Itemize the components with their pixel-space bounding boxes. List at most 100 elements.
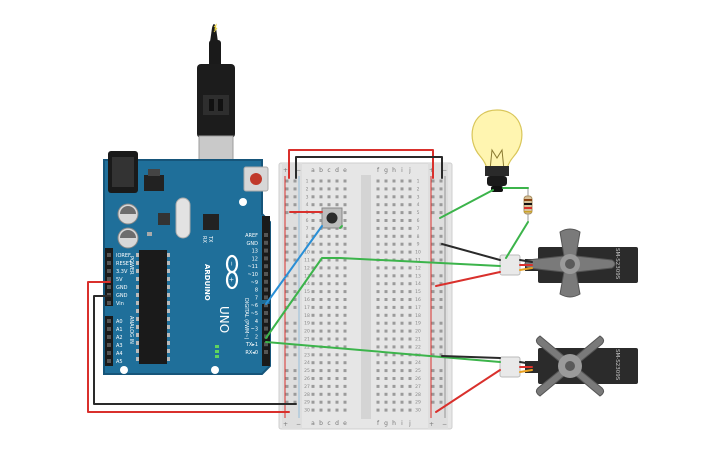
breadboard-hole [400,242,404,246]
rail-minus-top-right: − [442,167,447,174]
breadboard-row-label: 21 [415,337,421,343]
pin-label: GND [116,285,128,291]
rail-hole [293,274,297,278]
breadboard-hole [319,313,323,317]
breadboard-hole [408,408,412,412]
breadboard-hole [408,282,412,286]
breadboard-hole [392,298,396,301]
breadboard-hole [343,337,347,341]
breadboard-row-label: 16 [415,297,421,303]
servo-1-label: SM-S2309S [614,248,620,280]
rail-hole [285,211,289,215]
breadboard-hole [335,377,339,380]
header-socket [264,264,268,269]
breadboard-hole [400,258,404,262]
breadboard-row-label: 3 [306,194,309,200]
breadboard-column-label: d [335,420,339,427]
rail-hole [431,187,435,191]
breadboard-column-label: a [311,420,315,427]
rail-hole [439,298,443,301]
breadboard-hole [408,234,412,238]
rail-hole [293,242,297,246]
breadboard-hole [400,329,404,333]
breadboard-hole [400,226,404,230]
rail-hole [285,369,289,373]
breadboard-hole [319,321,323,325]
breadboard-hole [311,329,315,333]
rail-hole [431,242,435,246]
chip-pin [167,277,170,281]
pin-label: A0 [116,319,123,325]
breadboard-hole [400,274,404,278]
breadboard-row-label: 11 [304,258,310,264]
breadboard-row-label: 1 [417,179,420,185]
breadboard-hole [408,377,412,380]
breadboard-hole [376,408,380,412]
breadboard-hole [327,384,331,388]
breadboard-hole [392,337,396,341]
pin-label: GND [247,241,259,247]
breadboard-hole [327,353,331,357]
rail-hole [439,282,443,286]
rail-hole [439,369,443,373]
breadboard-hole [392,329,396,333]
rail-hole [431,179,435,183]
breadboard-column-label: g [384,167,388,174]
rail-hole [439,203,443,207]
breadboard-hole [384,298,388,301]
breadboard-hole [384,353,388,357]
breadboard-hole [392,353,396,357]
breadboard-hole [400,179,404,183]
rail-plus-top-right: + [429,167,434,174]
breadboard-hole [343,211,347,215]
pin-label: 8 [255,288,258,294]
breadboard-hole [335,242,339,246]
breadboard-hole [311,400,315,404]
breadboard-hole [384,211,388,215]
breadboard-hole [400,211,404,215]
rail-hole [293,179,297,183]
servo-motor-icon: SM-S2309S SM-S2309S [499,228,638,397]
resistor-icon [523,188,533,222]
breadboard-hole [400,337,404,341]
breadboard-hole [408,250,412,254]
breadboard-row-label: 13 [304,273,310,279]
pin-label: ~9 [251,280,258,286]
breadboard-row-label: 24 [304,360,310,366]
pin-label: 5V [116,277,123,283]
header-socket [264,303,268,308]
power-label: POWER [128,256,134,275]
rail-hole [293,305,297,309]
header-socket [107,351,111,355]
breadboard-hole [319,250,323,254]
breadboard-hole [319,353,323,357]
chip-pin [167,285,170,289]
breadboard-hole [392,392,396,396]
rx-label: RX [201,236,207,243]
breadboard-row-label: 8 [417,234,420,240]
breadboard-hole [400,353,404,357]
header-socket [264,295,268,300]
breadboard-hole [400,377,404,380]
breadboard-row-label: 28 [304,392,310,398]
chip-pin [136,293,139,297]
breadboard-row-label: 6 [417,218,420,224]
tx-label: TX [207,235,213,243]
breadboard-row-label: 2 [306,186,309,192]
breadboard-hole [408,305,412,309]
header-socket [107,327,111,331]
breadboard-row-label: 28 [415,392,421,398]
breadboard-hole [400,321,404,325]
rail-hole [431,384,435,388]
breadboard-hole [343,353,347,357]
breadboard-hole [319,242,323,246]
breadboard-hole [343,345,347,349]
rail-hole [431,258,435,262]
rail-hole [285,250,289,254]
rail-hole [431,369,435,373]
pin-label: 2 [255,334,258,340]
breadboard-hole [392,234,396,238]
breadboard-hole [319,219,323,222]
breadboard-hole [376,400,380,404]
rail-hole [439,329,443,333]
